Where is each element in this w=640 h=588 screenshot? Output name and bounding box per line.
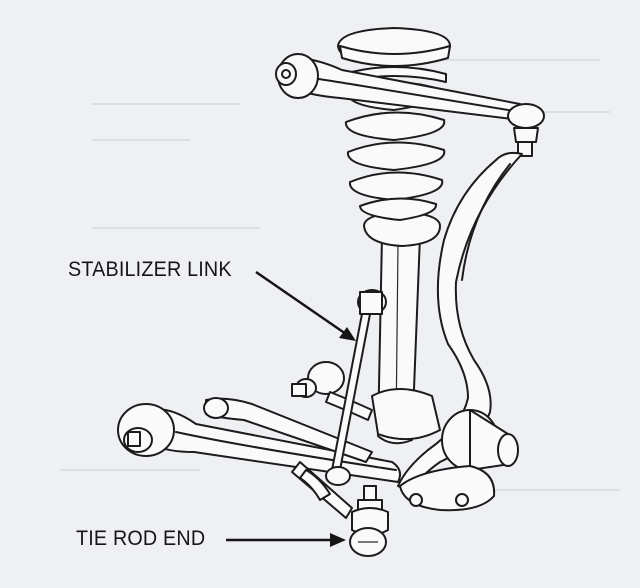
upper-control-arm (275, 53, 545, 157)
callout-label-stabilizer-link: STABILIZER LINK (68, 258, 232, 281)
steering-knuckle (371, 151, 523, 512)
callout-arrow-tie-rod-end (226, 533, 346, 547)
stabilizer-link (325, 289, 387, 486)
callout-label-tie-rod-end: TIE ROD END (76, 527, 206, 550)
callout-arrow-stabilizer-link (255, 270, 356, 341)
tie-rod-assembly (291, 461, 389, 557)
